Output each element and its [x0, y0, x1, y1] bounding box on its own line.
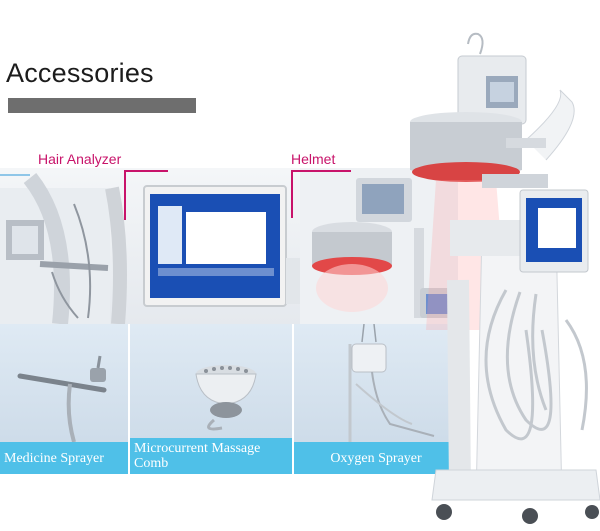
helmet-label: Helmet [291, 151, 336, 167]
title-underline-bar [8, 98, 196, 113]
accessory-tile-microcurrent-massage-comb: Microcurrent Massage Comb [130, 324, 292, 474]
accessory-tile-oxygen-sprayer: Oxygen Sprayer [294, 324, 458, 474]
helmet-callout-line-top [291, 170, 351, 172]
hair-therapy-machine-image [396, 30, 600, 526]
hair-analyzer-callout-line-top [124, 170, 168, 172]
accessory-tile-medicine-sprayer: Medicine Sprayer [0, 324, 128, 474]
page-title: Accessories [6, 58, 154, 88]
accessory-tiles: Medicine Sprayer Microcurrent Massage Co… [0, 324, 458, 474]
hair-analyzer-callout-line-left [0, 174, 30, 176]
microcurrent-comb-caption: Microcurrent Massage Comb [130, 438, 292, 474]
hair-analyzer-label: Hair Analyzer [38, 151, 122, 167]
hair-analyzer-callout-line [124, 170, 126, 220]
oxygen-sprayer-caption: Oxygen Sprayer [294, 442, 458, 474]
medicine-sprayer-image [17, 355, 107, 443]
accessory-photo-strip [0, 168, 458, 324]
helmet-callout-line [291, 170, 293, 218]
microcurrent-comb-image [195, 365, 257, 431]
hair-analyzer-photo [0, 168, 458, 324]
medicine-sprayer-caption: Medicine Sprayer [0, 442, 128, 474]
oxygen-sprayer-image [348, 324, 435, 442]
